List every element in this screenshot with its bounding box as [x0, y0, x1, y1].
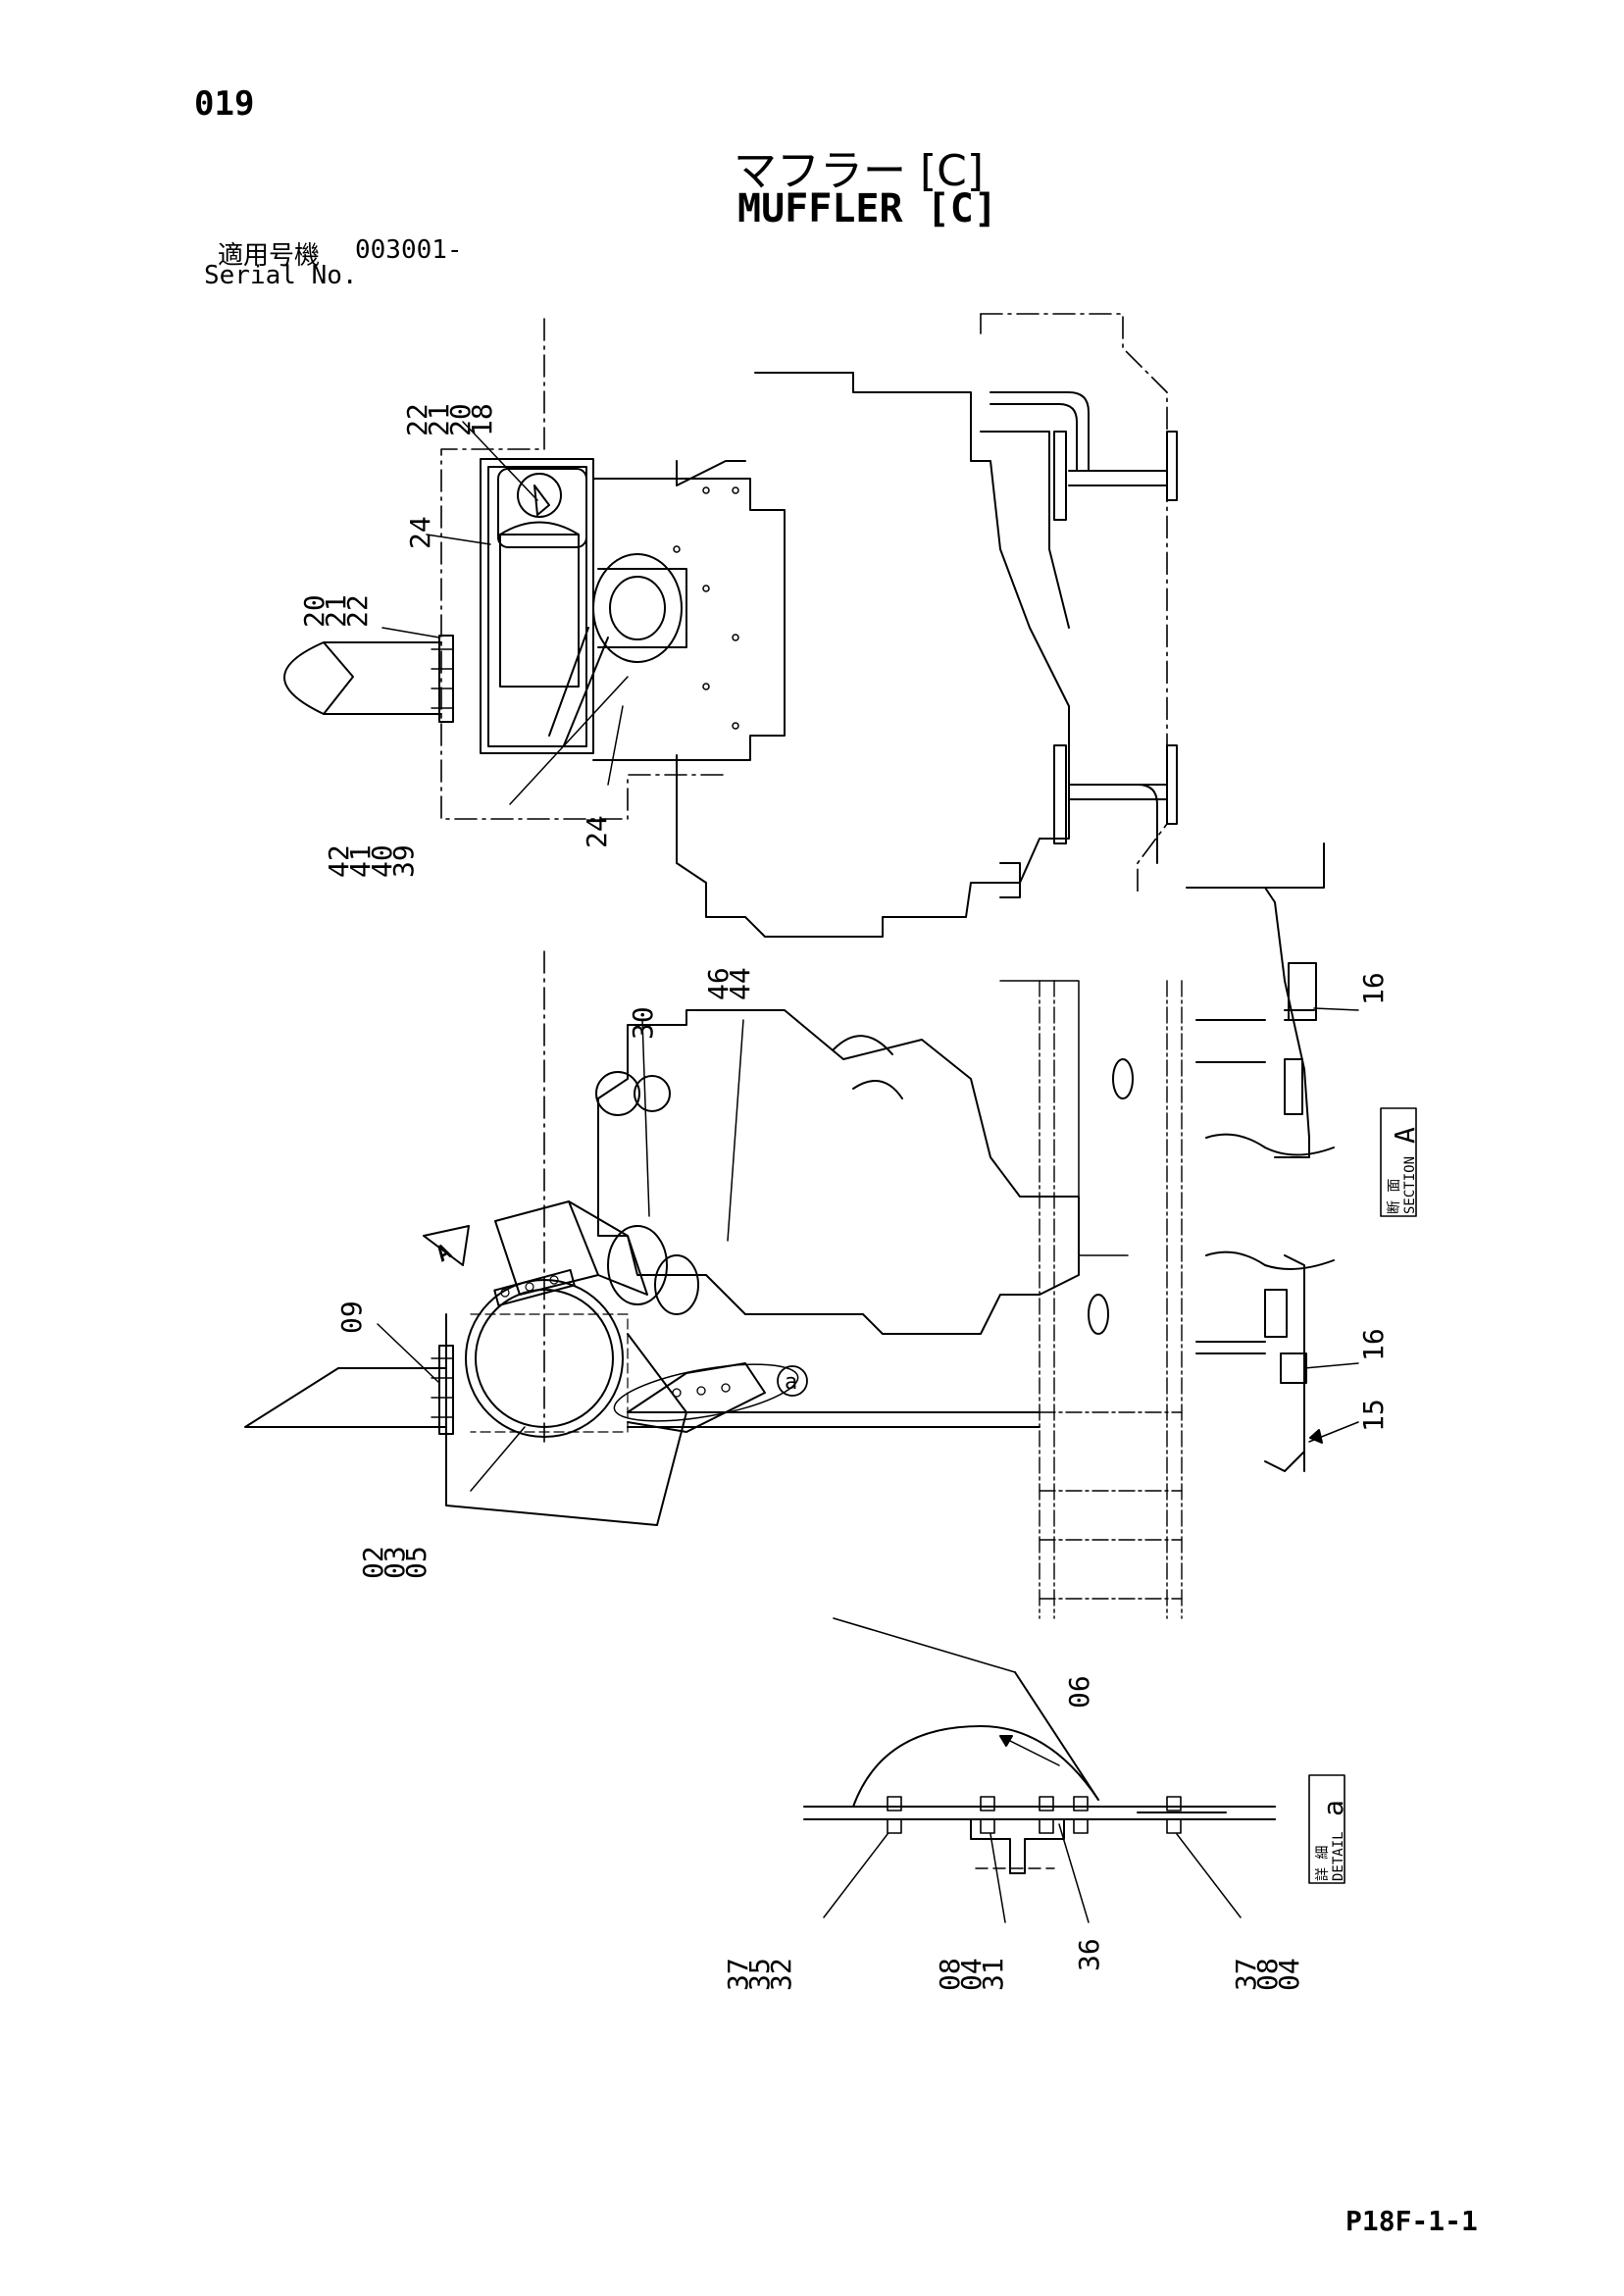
callout-number: 24 [581, 815, 613, 848]
callout-group-det-a: 06 [1063, 1675, 1095, 1709]
callout-number: 21 [423, 403, 455, 436]
callout-group-sec-b: 16 [1357, 1328, 1390, 1361]
callout-number: 36 [1073, 1938, 1105, 1971]
callout-number: 41 [344, 844, 377, 878]
detail-label-japanese: 詳 細 [1315, 1846, 1331, 1881]
callout-group-det-e: 37 08 04 [1230, 1958, 1305, 1991]
footer-page-code: P18F-1-1 [1345, 2205, 1478, 2237]
callout-number: 20 [298, 594, 330, 628]
callout-group-sec-c: 15 [1357, 1399, 1390, 1432]
callout-number: 40 [366, 844, 398, 878]
callout-number: 37 [1230, 1958, 1262, 1991]
serial-label-japanese: 適用号機 [218, 241, 321, 271]
callout-number: 21 [320, 594, 352, 628]
callout-number: 44 [724, 967, 756, 1000]
callout-number: 06 [1063, 1675, 1095, 1709]
callout-group-top-b: 20 21 22 [298, 594, 374, 628]
serial-value: 003001- [355, 235, 463, 265]
callout-number: 22 [341, 594, 374, 628]
view-arrow-letter: A [432, 1240, 456, 1267]
title-english: MUFFLER [C] [737, 186, 997, 231]
callout-number: 37 [722, 1958, 754, 1991]
top-view-drawing [283, 313, 1178, 1443]
callout-number: 42 [323, 844, 355, 878]
callout-number: 30 [627, 1006, 659, 1040]
callout-group-top-e: 24 [581, 815, 613, 848]
callout-group-mid-a: 30 [627, 1006, 659, 1040]
callout-number: 22 [401, 403, 433, 436]
callout-number: 35 [743, 1958, 776, 1991]
callout-number: 02 [357, 1546, 389, 1579]
callout-number: 16 [1357, 1328, 1390, 1361]
callout-group-mid-b: 46 44 [702, 967, 756, 1000]
callout-group-top-d: 42 41 40 39 [323, 844, 420, 878]
serial-label-english: Serial No. [204, 261, 358, 290]
callout-number: 46 [702, 967, 735, 1000]
section-a-drawing [1186, 842, 1417, 1472]
callout-group-mid-c: 09 [335, 1301, 368, 1334]
title-japanese: マフラー [C] [734, 146, 985, 196]
detail-label-letter: a [1317, 1800, 1349, 1816]
callout-number: 05 [400, 1546, 432, 1579]
callout-number: 15 [1357, 1399, 1390, 1432]
callout-group-top-c: 24 [404, 516, 436, 549]
detail-label-english: DETAIL [1331, 1831, 1346, 1881]
section-label-english: SECTION [1402, 1156, 1418, 1214]
detail-a-label: 詳 細 DETAIL a [1315, 1800, 1349, 1881]
page-number: 019 [194, 84, 255, 124]
section-label-japanese: 断 面 [1387, 1179, 1402, 1214]
callout-number: 31 [977, 1958, 1009, 1991]
callout-number: 16 [1357, 972, 1390, 1005]
callout-group-det-c: 08 04 31 [934, 1958, 1009, 1991]
callout-group-mid-d: 02 03 05 [357, 1546, 432, 1579]
callout-number: 08 [934, 1958, 966, 1991]
callout-number: 04 [1273, 1958, 1305, 1991]
section-label-letter: A [1389, 1127, 1421, 1144]
callout-group-det-b: 37 35 32 [722, 1958, 797, 1991]
callout-number: 39 [387, 844, 420, 878]
callout-group-det-d: 36 [1073, 1938, 1105, 1971]
callout-number: 20 [444, 403, 477, 436]
callout-number: 24 [404, 516, 436, 549]
callout-group-top-a: 22 21 20 18 [401, 403, 498, 436]
callout-group-sec-a: 16 [1357, 972, 1390, 1005]
detail-circle-marker [777, 1365, 808, 1397]
callout-number: 08 [1251, 1958, 1284, 1991]
callout-number: 32 [765, 1958, 797, 1991]
callout-number: 04 [955, 1958, 988, 1991]
section-a-label: 断 面 SECTION A [1387, 1127, 1421, 1214]
callout-number: 03 [379, 1546, 411, 1579]
callout-number: 09 [335, 1301, 368, 1334]
detail-circle-letter: a [785, 1370, 797, 1395]
side-view-drawing [244, 980, 1183, 1619]
detail-a-drawing [803, 1617, 1345, 1923]
callout-number: 18 [466, 403, 498, 436]
